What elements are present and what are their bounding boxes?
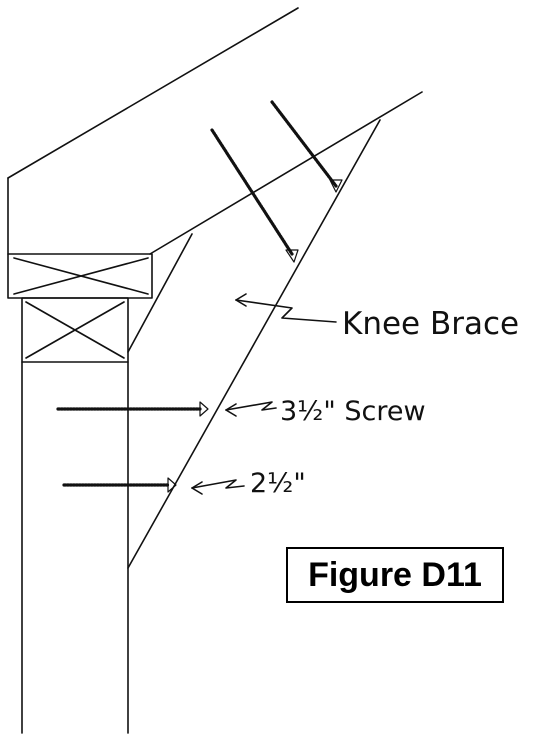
figure-label-box: Figure D11 [286,547,504,603]
rafter [7,7,423,255]
rafter-screw-2 [210,128,299,263]
top-plate [7,253,153,299]
screw-short-leader [191,479,245,495]
screw-long-leader [225,401,277,417]
screw-long-label: 3½" Screw [280,396,426,427]
screw-long [56,401,209,417]
knee-brace [127,119,381,569]
post [21,361,129,734]
post-top-block [21,297,129,363]
rafter-screw-1 [270,100,343,193]
screw-short [62,477,177,493]
knee-brace-label: Knee Brace [342,306,519,342]
figure-label: Figure D11 [308,555,482,594]
knee-brace-leader [235,293,337,323]
screw-short-label: 2½" [250,468,306,499]
